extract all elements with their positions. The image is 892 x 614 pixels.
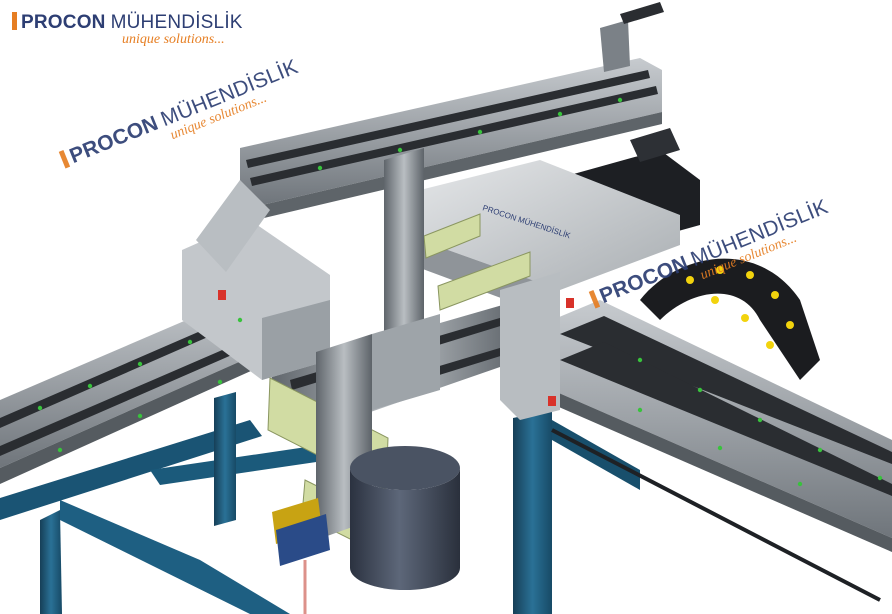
logo-tagline: unique solutions... xyxy=(122,32,225,47)
back-rail xyxy=(240,2,664,218)
yellow-sensor xyxy=(272,498,330,566)
logo-subtitle: MÜHENDİSLİK xyxy=(110,12,243,33)
drum xyxy=(350,446,460,590)
limit-switches xyxy=(218,290,574,406)
left-end-block xyxy=(182,180,330,380)
logo-brand: PROCON xyxy=(21,12,106,33)
logo-accent-bar xyxy=(12,12,17,30)
cable-chain xyxy=(640,258,820,380)
right-end-block xyxy=(500,272,560,420)
support-frame xyxy=(0,392,640,614)
right-rail xyxy=(551,300,892,602)
rail-markers xyxy=(37,97,883,487)
